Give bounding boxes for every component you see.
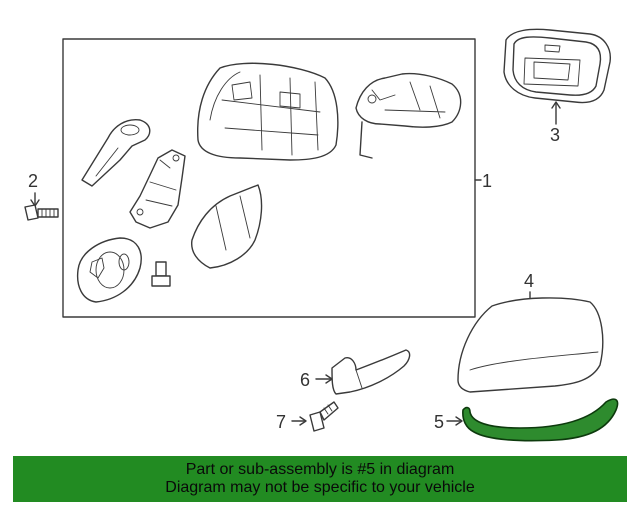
mirror-assembly-group: 1 [62, 38, 492, 318]
glass-bracket-drawing [355, 72, 462, 159]
part-6-turn-lamp: 6 [300, 349, 411, 395]
inner-bolt-drawing [151, 261, 171, 287]
turn-signal-arm-drawing [81, 119, 151, 187]
part-7-screw: 7 [276, 401, 339, 432]
callout-7: 7 [276, 412, 286, 432]
callout-2: 2 [28, 171, 38, 191]
highlighted-molding-shape [462, 398, 619, 442]
callout-3: 3 [550, 125, 560, 145]
part-3-mirror-glass: 3 [503, 28, 611, 145]
parts-diagram: 1 2 3 4 5 6 [24, 28, 619, 442]
callout-5: 5 [434, 412, 444, 432]
mirror-motor-drawing [129, 149, 186, 229]
part-4-mirror-cover: 4 [457, 271, 604, 393]
banner-line-2: Diagram may not be specific to your vehi… [165, 479, 475, 496]
callout-6: 6 [300, 370, 310, 390]
housing-cover-drawing [191, 184, 263, 269]
assembly-frame [62, 38, 476, 318]
callout-1: 1 [482, 171, 492, 191]
info-banner: Part or sub-assembly is #5 in diagram Di… [13, 456, 627, 502]
callout-4: 4 [524, 271, 534, 291]
part-2-bolt: 2 [24, 171, 59, 221]
base-plate-drawing [76, 237, 142, 303]
mirror-housing-drawing [197, 62, 339, 161]
banner-line-1: Part or sub-assembly is #5 in diagram [185, 461, 455, 478]
part-5-molding: 5 [434, 398, 619, 442]
